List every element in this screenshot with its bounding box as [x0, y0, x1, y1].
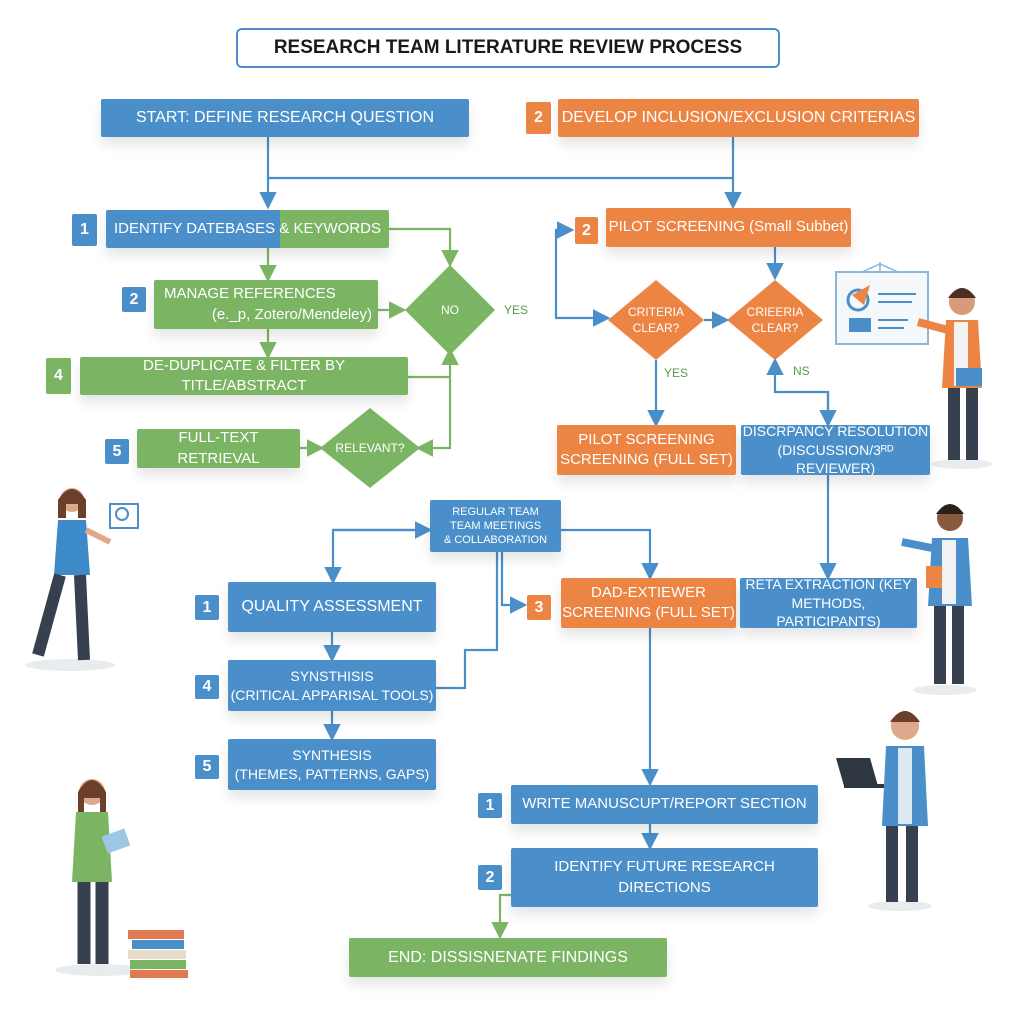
ns-label: NS — [793, 364, 810, 378]
criteria-clear-label-1: CRITERIA CLEAR? — [616, 302, 696, 338]
sy-line1: SYNTHESIS — [292, 746, 372, 763]
full-text-retrieval-box: FULL-TEXT RETRIEVAL — [137, 429, 300, 468]
manage-line1: MANAGE REFERENCES — [164, 285, 336, 303]
re-line1: RETA EXTRACTION (KEY — [745, 575, 912, 592]
step-badge: 3 — [527, 595, 551, 620]
quality-assessment-box: QUALITY ASSESSMENT — [228, 582, 436, 632]
step-badge: 2 — [478, 865, 502, 890]
pilot-screening-box: PILOT SCREENING (Small Subbet) — [606, 208, 851, 247]
data-extraction-box: RETA EXTRACTION (KEY METHODS, PARTICIPANT… — [740, 575, 917, 629]
d1-line1: CRITERIA — [627, 304, 684, 319]
pilot-full-set-box: PILOT SCREENING SCREENING (FULL SET) — [557, 425, 736, 475]
presenter-with-board-illustration — [835, 262, 992, 469]
person-with-books-illustration — [55, 779, 188, 978]
step-badge: 4 — [46, 358, 71, 394]
identify-databases-box: IDENTIFY DATEBASES & KEYWORDS — [106, 210, 389, 248]
future-research-box: IDENTIFY FUTURE RESEARCH DIRECTIONS — [511, 848, 818, 907]
end-box: END: DISSISNENATE FINDINGS — [349, 938, 667, 977]
identify-label-b: KEYWORDS — [289, 219, 381, 237]
st-line1: SYNSTHISIS — [290, 667, 374, 684]
tm-line1: REGULAR TEAM — [452, 505, 539, 518]
manage-line2: (e._p, Zotero/Mendeley) — [211, 305, 372, 323]
start-box: START: DEFINE RESEARCH QUESTION — [101, 99, 469, 137]
pf-line2: SCREENING (FULL SET) — [560, 451, 733, 468]
dad-line2: SCREENING (FULL SET) — [562, 604, 735, 621]
d2-line2: CLEAR? — [751, 321, 799, 335]
no-diamond-label: NO — [441, 302, 459, 317]
diagram-title: RESEARCH TEAM LITERATURE REVIEW PROCESS — [236, 28, 780, 68]
manage-references-box: MANAGE REFERENCES (e._p, Zotero/Mendeley… — [154, 280, 378, 329]
re-line2: METHODS, PARTICIPANTS) — [776, 594, 881, 630]
step-badge: 4 — [195, 675, 219, 699]
sy-line2: (THEMES, PATTERNS, GAPS) — [234, 765, 430, 782]
criteria-clear-diamond-1 — [608, 280, 704, 360]
discrepancy-resolution-box: DISCRPANCY RESOLUTION (DISCUSSION/3ᴿᴰ REV… — [741, 422, 930, 476]
d1-line2: CLEAR? — [632, 321, 680, 335]
yes-label: YES — [504, 303, 529, 317]
criteria-box: DEVELOP INCLUSION/EXCLUSION CRITERIAS — [558, 99, 919, 137]
identify-label-a: IDENTIFY DATEBASES & — [113, 219, 290, 237]
step-badge: 1 — [195, 595, 219, 620]
step-badge: 5 — [195, 755, 219, 779]
synthesis-tools-box: SYNSTHISIS (CRITICAL APPARISAL TOOLS) — [228, 660, 436, 711]
person-with-notebook-illustration — [901, 504, 977, 695]
relevant-diamond-label: RELEVANT? — [335, 440, 405, 455]
criteria-clear-diamond-2 — [727, 280, 823, 360]
write-manuscript-box: WRITE MANUSCUPT/REPORT SECTION — [511, 785, 818, 824]
step-badge: 5 — [105, 439, 129, 464]
yes-label: YES — [664, 366, 689, 380]
person-with-laptop-illustration — [836, 711, 932, 911]
d2-line1: CRIEERIA — [746, 304, 804, 319]
tm-line2: TEAM MEETINGS — [449, 519, 542, 532]
tm-line3: & COLLABORATION — [443, 534, 548, 547]
dad-line1: DAD-EXTIEWER — [590, 583, 706, 601]
step-badge: 2 — [122, 287, 146, 312]
person-with-tablet-illustration — [25, 488, 139, 671]
st-line2: (CRITICAL APPARISAL TOOLS) — [230, 686, 434, 703]
synthesis-themes-box: SYNTHESIS (THEMES, PATTERNS, GAPS) — [228, 739, 436, 790]
no-decision-diamond — [405, 265, 495, 355]
criteria-clear-label-2: CRIEERIA CLEAR? — [735, 302, 815, 338]
dual-reviewer-screening-box: DAD-EXTIEWER SCREENING (FULL SET) — [561, 578, 736, 628]
pf-line1: PILOT SCREENING — [578, 430, 715, 448]
dr-line2: (DISCUSSION/3ᴿᴰ REVIEWER) — [777, 441, 894, 477]
relevant-decision-diamond — [320, 408, 420, 488]
dr-line1: DISCRPANCY RESOLUTION — [742, 422, 929, 439]
step-badge: 1 — [478, 793, 502, 818]
step-badge: 2 — [526, 102, 551, 134]
step-badge: 2 — [575, 217, 598, 244]
dedup-filter-box: DE-DUPLICATE & FILTER BY TITLE/ABSTRACT — [80, 357, 408, 395]
step-badge: 1 — [72, 214, 97, 246]
